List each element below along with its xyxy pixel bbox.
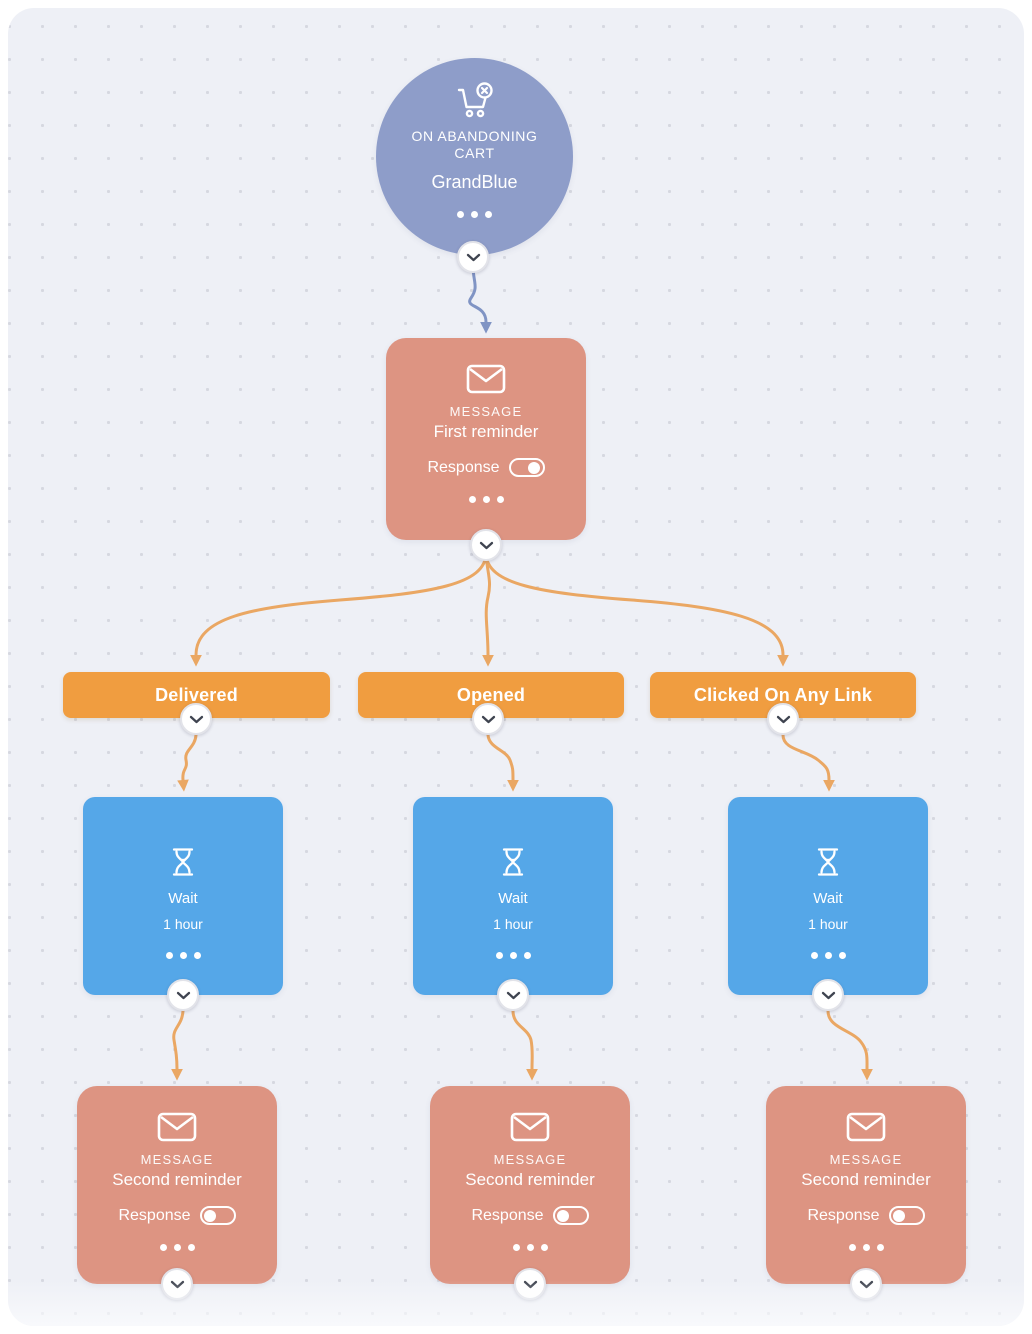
expand-wait-3-button[interactable] — [812, 979, 844, 1011]
chevron-down-icon — [859, 1280, 873, 1288]
expand-second-message-3-button[interactable] — [850, 1268, 882, 1300]
message-type-label: MESSAGE — [449, 404, 523, 419]
connector-opened-to-wait — [486, 733, 519, 792]
wait-title: Wait — [168, 890, 198, 907]
expand-clicked-button[interactable] — [767, 703, 799, 735]
first-message-node[interactable]: MESSAGE First reminder Response — [386, 338, 586, 540]
wait-node-3[interactable]: Wait 1 hour — [728, 797, 928, 995]
message-title: First reminder — [433, 422, 539, 441]
more-options-icon[interactable] — [512, 1244, 548, 1251]
hourglass-icon — [172, 848, 194, 876]
wait-node-1[interactable]: Wait 1 hour — [83, 797, 283, 995]
more-options-icon[interactable] — [810, 952, 846, 959]
trigger-source: GrandBlue — [431, 172, 518, 192]
expand-wait-2-button[interactable] — [497, 979, 529, 1011]
connector-first-message-to-delivered — [190, 551, 488, 667]
response-toggle[interactable] — [888, 1206, 925, 1225]
expand-second-message-2-button[interactable] — [514, 1268, 546, 1300]
more-options-icon[interactable] — [165, 952, 201, 959]
envelope-icon — [846, 1112, 886, 1142]
wait-title: Wait — [813, 890, 843, 907]
chevron-down-icon — [479, 541, 493, 549]
envelope-icon — [466, 364, 506, 394]
chevron-down-icon — [523, 1280, 537, 1288]
expand-opened-button[interactable] — [472, 703, 504, 735]
condition-label: Clicked On Any Link — [693, 684, 873, 705]
response-label: Response — [427, 458, 500, 476]
expand-trigger-button[interactable] — [457, 241, 489, 273]
connector-delivered-to-wait — [177, 733, 198, 792]
connector-first-message-to-opened — [482, 551, 494, 667]
wait-duration: 1 hour — [808, 916, 848, 932]
workflow-canvas: ON ABANDONING CART GrandBlue MESSAGE Fir… — [8, 8, 1024, 1326]
response-toggle[interactable] — [508, 458, 545, 477]
message-type-label: MESSAGE — [493, 1152, 567, 1167]
chevron-down-icon — [189, 715, 203, 723]
second-message-node-2[interactable]: MESSAGE Second reminder Response — [430, 1086, 630, 1284]
condition-label: Opened — [456, 684, 526, 705]
condition-label: Delivered — [155, 684, 238, 705]
trigger-label: ON ABANDONING CART — [411, 128, 538, 161]
connector-clicked-to-wait — [781, 733, 835, 792]
response-label: Response — [118, 1206, 191, 1224]
envelope-icon — [510, 1112, 550, 1142]
wait-duration: 1 hour — [163, 916, 203, 932]
second-message-node-3[interactable]: MESSAGE Second reminder Response — [766, 1086, 966, 1284]
chevron-down-icon — [481, 715, 495, 723]
connector-trigger-to-first-message — [468, 263, 492, 334]
chevron-down-icon — [506, 991, 520, 999]
response-toggle[interactable] — [199, 1206, 236, 1225]
hourglass-icon — [502, 848, 524, 876]
chevron-down-icon — [466, 253, 480, 261]
more-options-icon[interactable] — [495, 952, 531, 959]
expand-first-message-button[interactable] — [470, 529, 502, 561]
more-options-icon[interactable] — [848, 1244, 884, 1251]
second-message-node-1[interactable]: MESSAGE Second reminder Response — [77, 1086, 277, 1284]
connector-wait-to-second-message-1 — [171, 1009, 185, 1081]
connector-wait-to-second-message-2 — [511, 1009, 538, 1081]
more-options-icon[interactable] — [468, 496, 504, 503]
connector-first-message-to-clicked — [484, 551, 789, 667]
response-label: Response — [807, 1206, 880, 1224]
chevron-down-icon — [176, 991, 190, 999]
more-options-icon[interactable] — [159, 1244, 195, 1251]
expand-wait-1-button[interactable] — [167, 979, 199, 1011]
wait-duration: 1 hour — [493, 916, 533, 932]
wait-title: Wait — [498, 890, 528, 907]
chevron-down-icon — [170, 1280, 184, 1288]
message-type-label: MESSAGE — [140, 1152, 214, 1167]
hourglass-icon — [817, 848, 839, 876]
message-type-label: MESSAGE — [829, 1152, 903, 1167]
expand-delivered-button[interactable] — [180, 703, 212, 735]
connector-wait-to-second-message-3 — [826, 1009, 873, 1081]
trigger-node[interactable]: ON ABANDONING CART GrandBlue — [376, 58, 573, 255]
message-title: Second reminder — [112, 1170, 242, 1189]
wait-node-2[interactable]: Wait 1 hour — [413, 797, 613, 995]
envelope-icon — [157, 1112, 197, 1142]
chevron-down-icon — [821, 991, 835, 999]
message-title: Second reminder — [801, 1170, 931, 1189]
expand-second-message-1-button[interactable] — [161, 1268, 193, 1300]
abandoned-cart-icon — [457, 82, 493, 118]
response-label: Response — [471, 1206, 544, 1224]
chevron-down-icon — [776, 715, 790, 723]
more-options-icon[interactable] — [457, 211, 492, 218]
message-title: Second reminder — [465, 1170, 595, 1189]
response-toggle[interactable] — [552, 1206, 589, 1225]
